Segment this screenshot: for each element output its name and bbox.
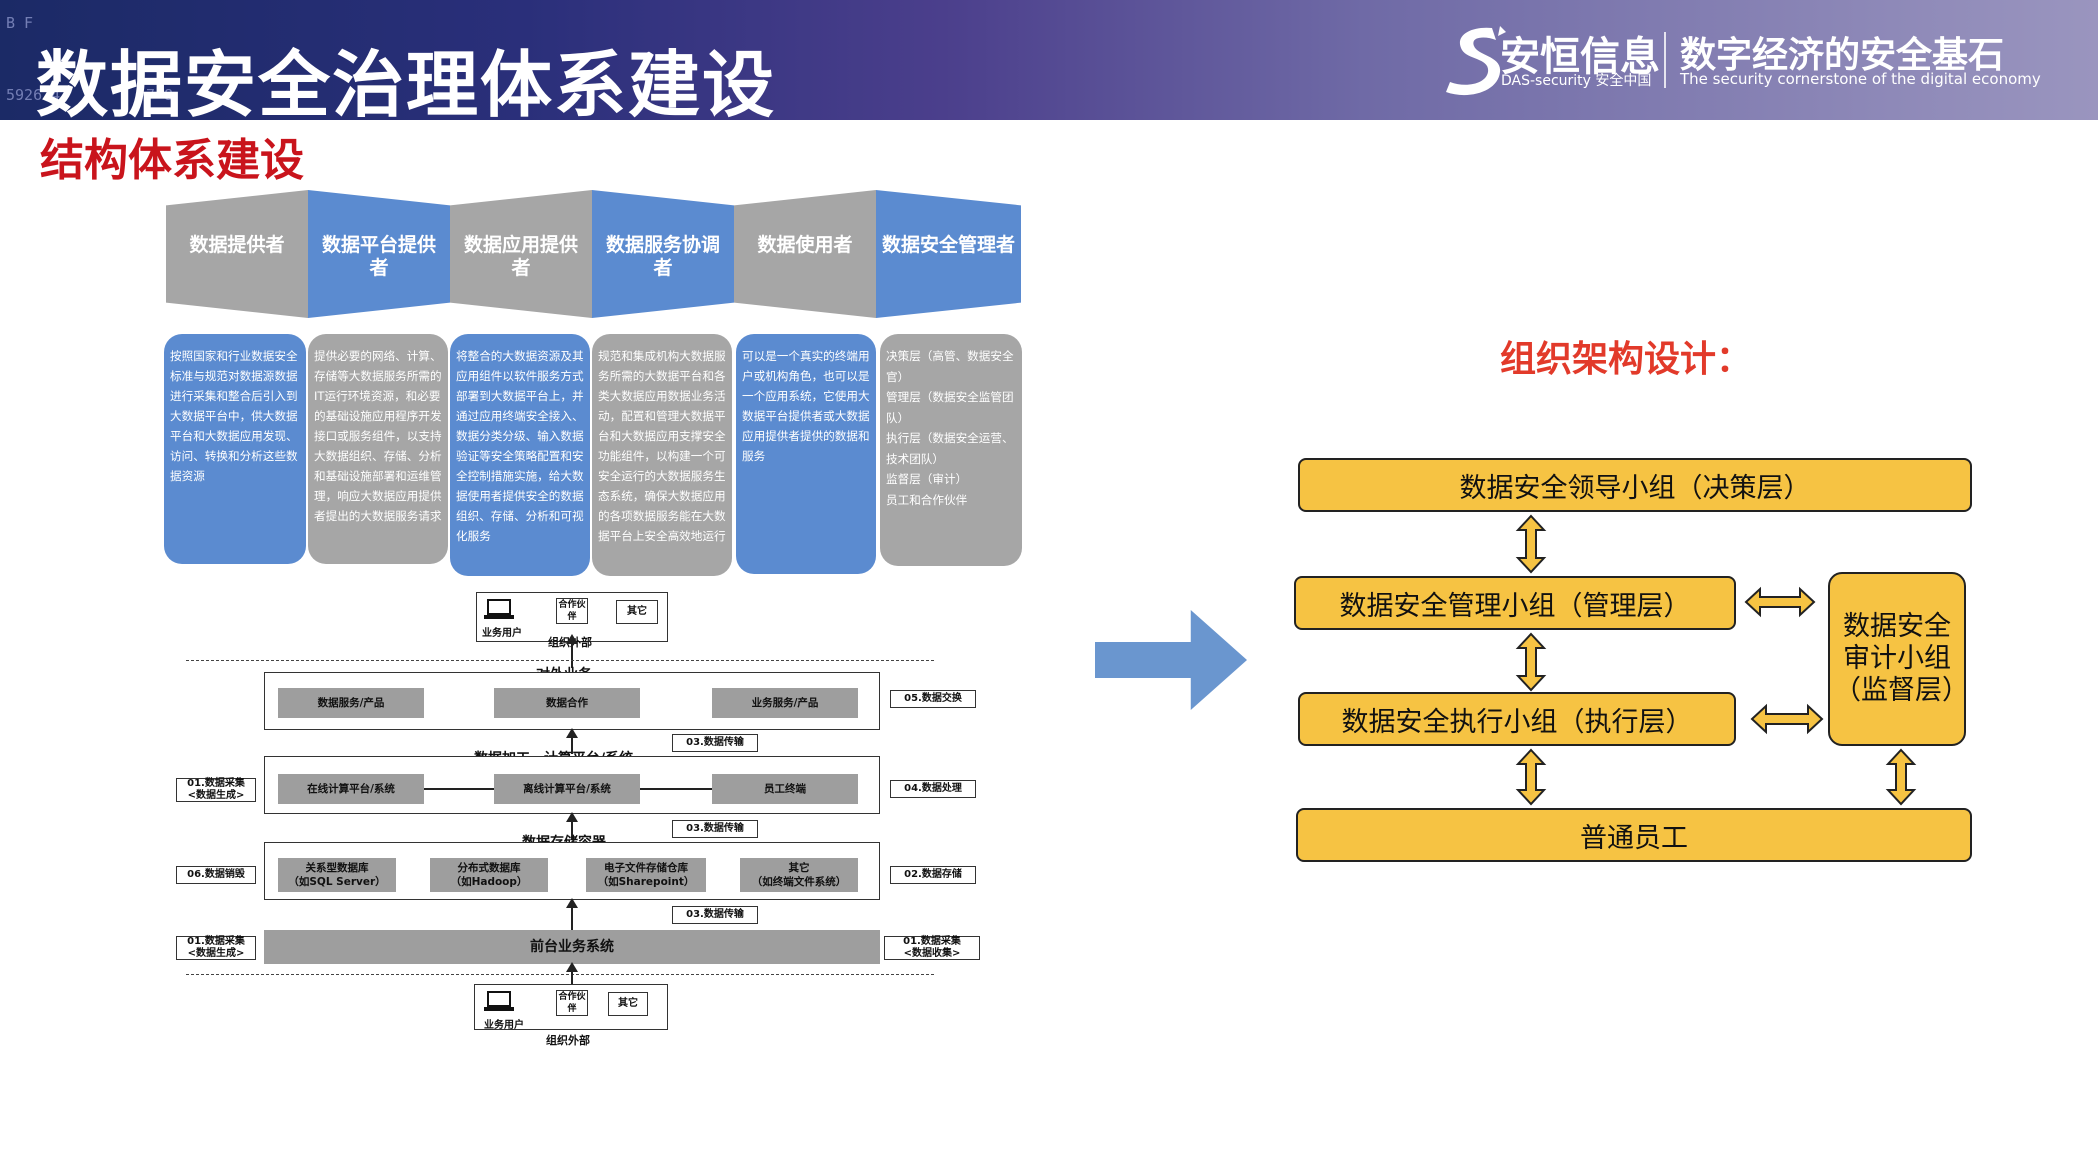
business-service-product: 业务服务/产品 <box>712 688 858 718</box>
org-chart-title: 组织架构设计： <box>1500 339 1753 380</box>
role-title: 数据平台提供者 <box>321 234 436 279</box>
connector-line <box>571 900 573 930</box>
brand-name: 安恒信息 <box>1500 34 1660 80</box>
frontend-business-system: 前台业务系统 <box>264 930 880 964</box>
double-arrow-vertical-icon <box>1885 748 1917 806</box>
slogan-en: The security cornerstone of the digital … <box>1680 70 2041 88</box>
arrow-up-icon <box>566 812 578 822</box>
role-header-coordinator: 数据服务协调者 <box>592 190 734 318</box>
role-desc-platform: 提供必要的网络、计算、存储等大数据服务所需的IT运行环境资源，和必要的基础设施应… <box>308 334 448 564</box>
header-divider <box>1664 32 1666 88</box>
connector-line <box>424 788 494 790</box>
offline-compute: 离线计算平台/系统 <box>494 774 640 804</box>
relational-db: 关系型数据库 （如SQL Server） <box>278 858 396 892</box>
role-title: 数据应用提供者 <box>463 234 578 279</box>
laptop-icon <box>484 991 514 1011</box>
tag-data-transfer: 03.数据传输 <box>672 820 758 838</box>
employee-terminal: 员工终端 <box>712 774 858 804</box>
tag-data-destroy: 06.数据销毁 <box>176 866 256 884</box>
tag-data-transfer: 03.数据传输 <box>672 906 758 924</box>
role-header-app: 数据应用提供者 <box>450 190 592 318</box>
arrow-up-icon <box>566 898 578 908</box>
arrow-up-icon <box>566 962 578 972</box>
external-other: 其它 <box>616 600 658 624</box>
role-desc-coordinator: 规范和集成机构大数据服务所需的大数据平台和各类大数据应用数据业务活动，配置和管理… <box>592 334 732 576</box>
role-title: 数据使用者 <box>757 234 853 256</box>
role-header-platform: 数据平台提供者 <box>308 190 450 318</box>
laptop-icon <box>484 599 514 619</box>
data-service-product: 数据服务/产品 <box>278 688 424 718</box>
tag-collect-generate: 01.数据采集 <数据生成> <box>176 778 256 802</box>
external-business-user: 业务用户 <box>484 1020 524 1031</box>
double-arrow-vertical-icon <box>1515 748 1547 806</box>
online-compute: 在线计算平台/系统 <box>278 774 424 804</box>
org-execution-group: 数据安全执行小组（执行层） <box>1298 692 1736 746</box>
double-arrow-vertical-icon <box>1515 514 1547 574</box>
header-decoration: B F 5926 4 7 8 <box>6 14 186 114</box>
role-title: 数据安全管理者 <box>882 234 1016 256</box>
external-business-user: 业务用户 <box>482 628 522 639</box>
arrow-up-icon <box>566 634 578 644</box>
connector-line <box>571 814 573 840</box>
tag-collect-generate: 01.数据采集 <数据生成> <box>176 936 256 960</box>
tag-data-transfer: 03.数据传输 <box>672 734 758 752</box>
org-leader-group: 数据安全领导小组（决策层） <box>1298 458 1972 512</box>
distributed-db: 分布式数据库 （如Hadoop） <box>430 858 548 892</box>
header-banner: B F 5926 4 7 8 数据安全治理体系建设 安恒信息 DAS-secur… <box>0 0 2098 127</box>
role-title: 数据提供者 <box>189 234 285 256</box>
double-arrow-horizontal-icon <box>1750 703 1824 735</box>
tag-data-process: 04.数据处理 <box>890 780 976 798</box>
role-header-provider: 数据提供者 <box>166 190 308 318</box>
connector-line <box>571 642 573 668</box>
double-arrow-horizontal-icon <box>1744 586 1816 618</box>
arrow-up-icon <box>566 728 578 738</box>
role-title: 数据服务协调者 <box>605 234 720 279</box>
connector-line <box>571 730 573 754</box>
brand-tagline: DAS-security 安全中国 <box>1501 73 1652 89</box>
org-management-group: 数据安全管理小组（管理层） <box>1294 576 1736 630</box>
other-storage: 其它 （如终端文件系统） <box>740 858 858 892</box>
role-desc-user: 可以是一个真实的终端用户或机构角色，也可以是一个应用系统，它使用大数据平台提供者… <box>736 334 876 574</box>
connector-line <box>571 964 573 986</box>
connector-line <box>640 788 712 790</box>
deco-number: B F <box>6 14 34 32</box>
page-title: 数据安全治理体系建设 <box>36 43 777 127</box>
role-desc-security-manager: 决策层（高管、数据安全官） 管理层（数据安全监管团队） 执行层（数据安全运营、技… <box>880 334 1022 566</box>
tag-data-exchange: 05.数据交换 <box>890 690 976 708</box>
org-staff: 普通员工 <box>1296 808 1972 862</box>
deco-number: 7 8 <box>146 86 174 104</box>
deco-number: 5926 4 <box>6 86 61 104</box>
boundary-dashed-line <box>186 974 934 975</box>
tag-data-store: 02.数据存储 <box>890 866 976 884</box>
section-subtitle: 结构体系建设 <box>40 135 304 186</box>
role-desc-app: 将整合的大数据资源及其应用组件以软件服务方式部署到大数据平台上，并通过应用终端安… <box>450 334 590 576</box>
org-audit-group: 数据安全审计小组（监督层） <box>1828 572 1969 746</box>
role-header-security-manager: 数据安全管理者 <box>876 190 1021 318</box>
role-desc-provider: 按照国家和行业数据安全标准与规范对数据源数据进行采集和整合后引入到大数据平台中，… <box>164 334 306 564</box>
tag-collect-gather: 01.数据采集 <数据收集> <box>884 936 980 960</box>
external-partner: 合作伙伴 <box>556 598 588 624</box>
das-logo-icon <box>1446 26 1506 96</box>
role-header-user: 数据使用者 <box>734 190 876 318</box>
external-partner: 合作伙伴 <box>556 990 588 1016</box>
double-arrow-vertical-icon <box>1515 632 1547 692</box>
file-repository: 电子文件存储仓库 （如Sharepoint） <box>586 858 706 892</box>
boundary-dashed-line <box>186 660 934 661</box>
external-other: 其它 <box>608 992 648 1016</box>
right-arrow-icon <box>1095 610 1247 710</box>
external-org-label: 组织外部 <box>546 1034 590 1047</box>
data-cooperation: 数据合作 <box>494 688 640 718</box>
slogan-cn: 数字经济的安全基石 <box>1680 35 2005 76</box>
